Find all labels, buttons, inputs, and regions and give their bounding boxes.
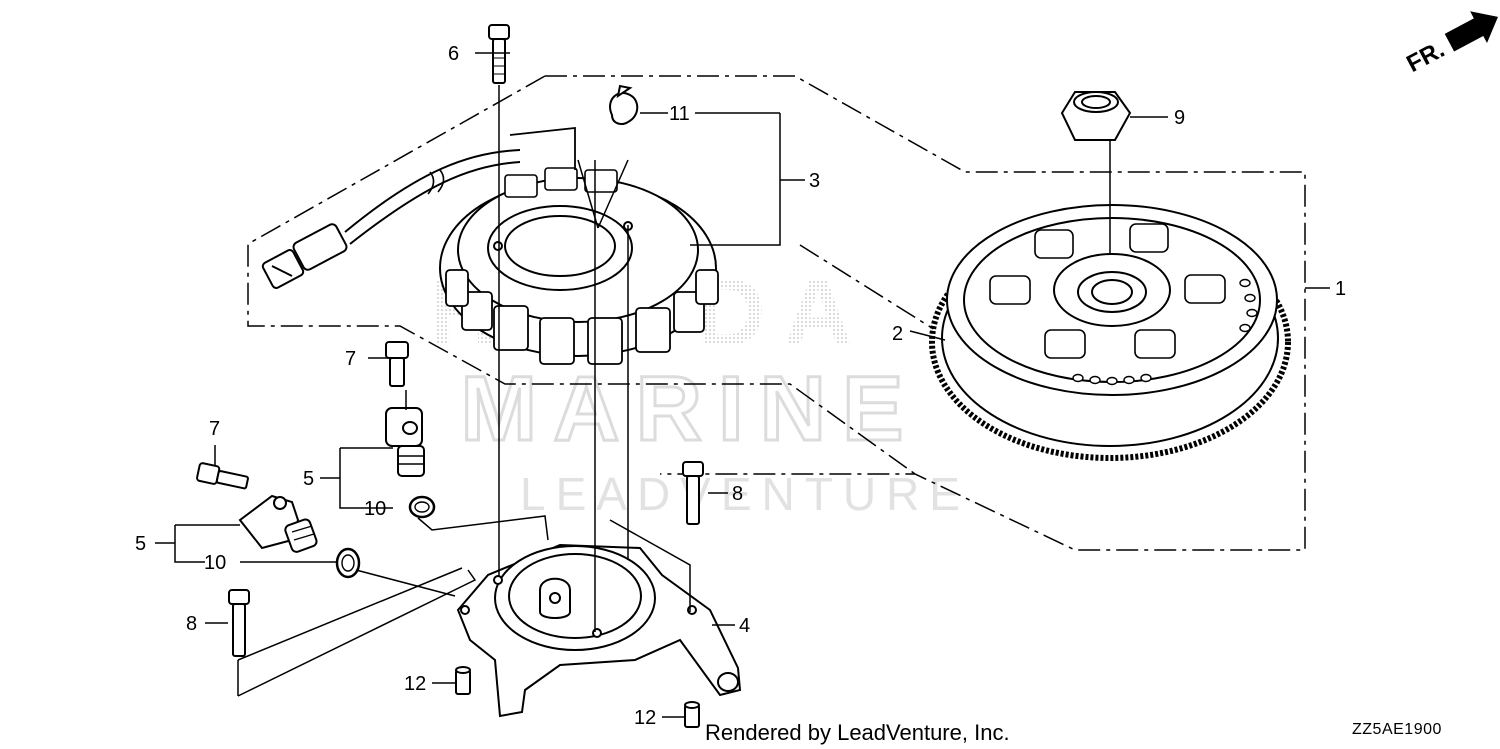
flywheel-nut xyxy=(1060,91,1132,141)
callout-8-left: 8 xyxy=(186,613,197,635)
stator-harness xyxy=(261,126,576,289)
o-ring-upper xyxy=(408,495,436,519)
stator-coils xyxy=(445,269,719,365)
dowel-pin-right xyxy=(684,701,700,728)
callout-5-upper: 5 xyxy=(303,468,314,490)
callout-10-lower: 10 xyxy=(204,552,226,574)
front-label: FR. xyxy=(1402,36,1449,78)
watermark-brand-bottom: MARINE xyxy=(461,358,920,460)
bolts xyxy=(196,24,704,657)
bolt-7-upper xyxy=(385,341,409,387)
pulser-coil-upper xyxy=(385,407,425,477)
watermark-company: LEADVENTURE xyxy=(520,468,970,520)
callout-2: 2 xyxy=(892,323,903,345)
callout-3: 3 xyxy=(809,170,820,192)
stator-assembly xyxy=(439,167,719,365)
diagram-code: ZZ5AE1900 xyxy=(1352,721,1442,738)
callout-1: 1 xyxy=(1335,278,1346,300)
dowel-pins xyxy=(455,666,700,728)
front-direction-indicator: FR. xyxy=(1402,11,1498,78)
stator-base xyxy=(456,543,742,718)
callout-5-lower: 5 xyxy=(135,533,146,555)
harness-connector xyxy=(261,223,348,289)
callout-leaders xyxy=(155,52,1330,718)
alignment-lines xyxy=(237,85,691,697)
callout-12-left: 12 xyxy=(404,673,426,695)
flywheel-outline xyxy=(545,75,1306,551)
callout-8-right: 8 xyxy=(732,483,743,505)
flywheel-magnets xyxy=(989,223,1226,359)
stator-bore xyxy=(487,205,633,291)
stator-outline xyxy=(247,75,916,475)
o-rings xyxy=(335,495,436,579)
callout-4: 4 xyxy=(739,615,750,637)
callout-12-right: 12 xyxy=(634,707,656,729)
render-credit: Rendered by LeadVenture, Inc. xyxy=(705,720,1010,745)
bolt-6 xyxy=(488,24,510,84)
callout-11: 11 xyxy=(669,103,690,125)
callout-7-upper: 7 xyxy=(345,348,356,370)
pulser-coil-lower xyxy=(238,494,318,553)
callouts: 1 2 3 4 5 5 6 7 7 8 8 9 10 10 11 12 12 xyxy=(135,43,1346,729)
callout-10-upper: 10 xyxy=(364,498,386,520)
dowel-pin-left xyxy=(455,666,471,695)
front-arrow-icon xyxy=(1444,11,1498,52)
bolt-7-lower xyxy=(196,462,249,490)
bolt-8-left xyxy=(228,589,250,657)
harness-clamp xyxy=(609,84,639,125)
callout-9: 9 xyxy=(1174,107,1185,129)
callout-7-lower: 7 xyxy=(209,418,220,440)
flywheel-holes xyxy=(1072,278,1258,386)
o-ring-lower xyxy=(335,547,361,579)
bolt-8-right xyxy=(682,461,704,525)
callout-6: 6 xyxy=(448,43,459,65)
